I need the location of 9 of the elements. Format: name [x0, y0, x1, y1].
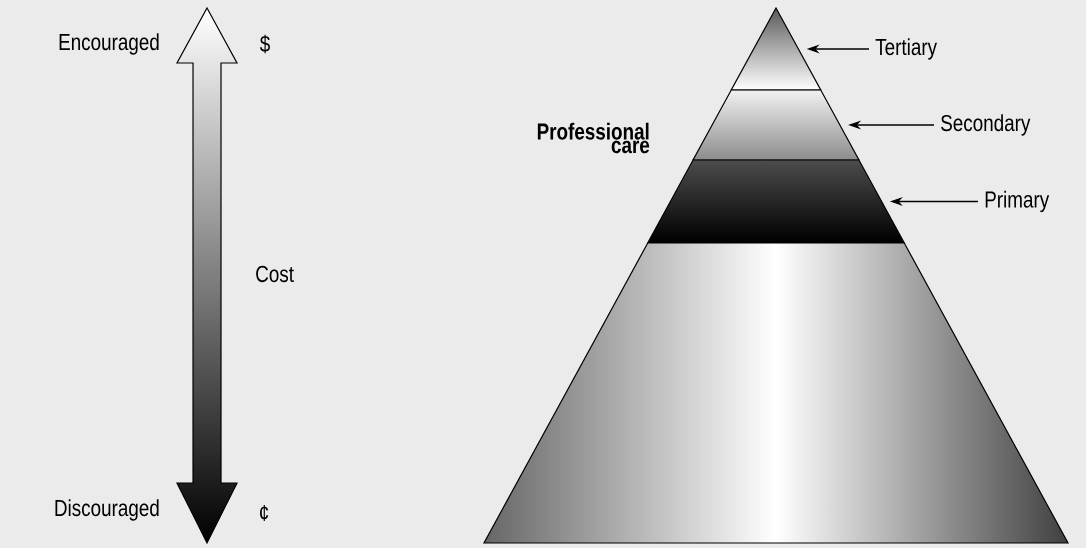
text-label: Cost — [256, 265, 294, 283]
tier-label: Tertiary — [875, 38, 937, 60]
text-label: ¢ — [260, 504, 269, 522]
text-label: Discouraged — [55, 499, 159, 521]
text-label: Professional care — [537, 122, 650, 154]
text-label: $ — [259, 34, 270, 54]
tier-label: Secondary — [941, 114, 1031, 136]
tier-label: Primary — [985, 190, 1050, 213]
text-label: Encouraged — [59, 33, 159, 55]
